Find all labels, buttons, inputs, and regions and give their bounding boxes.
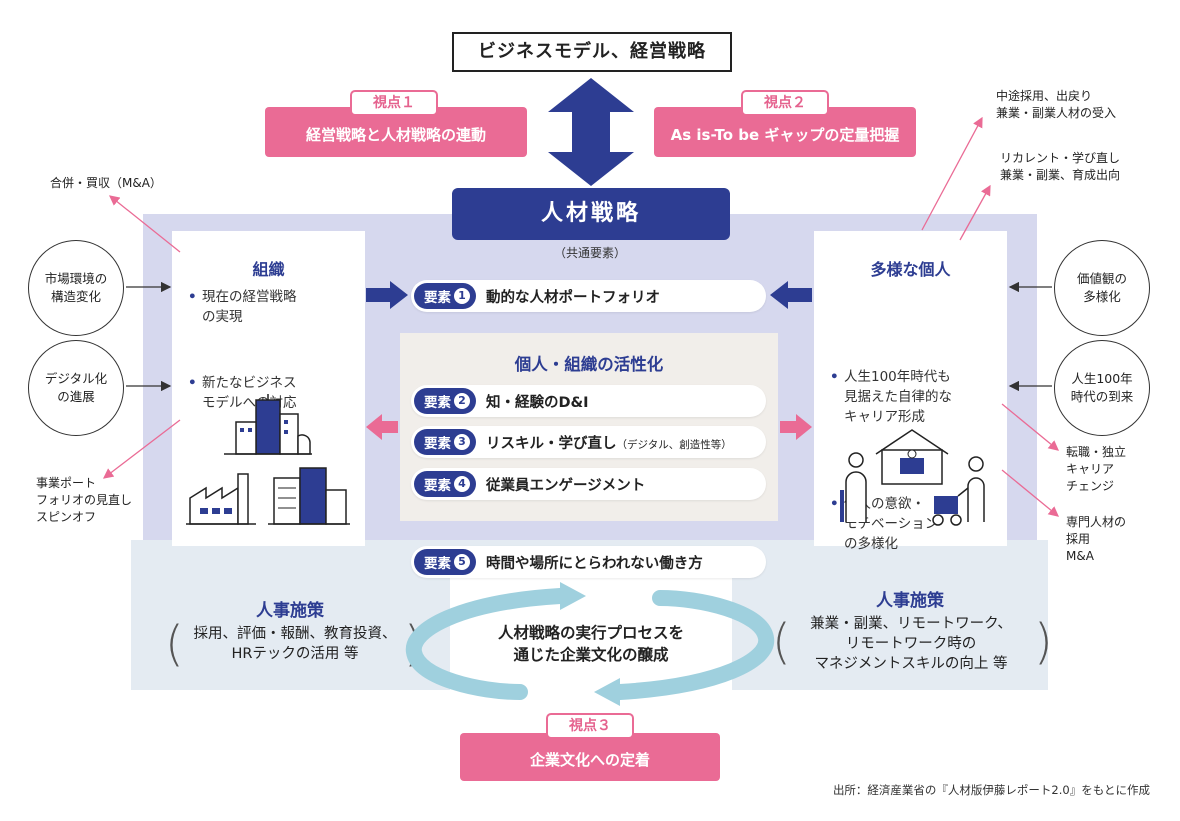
hr-left-open-paren: ( bbox=[165, 616, 184, 672]
cycle-arrows-icon bbox=[405, 582, 775, 706]
viewpoint1-text: 経営戦略と人材戦略の連動 bbox=[305, 126, 486, 144]
hr-right-body: 兼業・副業、リモートワーク、 リモートワーク時の マネジメントスキルの向上 等 bbox=[810, 616, 1012, 672]
values-diversity-circle: 価値観の 多様化 bbox=[1054, 240, 1150, 336]
element4-number: 4 bbox=[454, 476, 470, 492]
apartment-building-icon bbox=[268, 467, 350, 525]
life100-circle: 人生100年 時代の到来 bbox=[1054, 340, 1150, 436]
ma-note: 合併・買収（M&A） bbox=[50, 176, 162, 190]
element4-tag-label: 要素 bbox=[424, 478, 451, 494]
hr-right-close-paren: ) bbox=[1034, 614, 1053, 670]
process-text: 人材戦略の実行プロセスを 通じた企業文化の醸成 bbox=[497, 624, 684, 664]
hr-right-title: 人事施策 bbox=[876, 591, 944, 611]
business-model-title: ビジネスモデル、経営戦略 bbox=[452, 32, 732, 72]
element3-main: リスキル・学び直し bbox=[486, 435, 617, 452]
viewpoint3-box: 企業文化への定着 bbox=[460, 733, 720, 781]
individual-bullet-1: 人生100年時代も 見据えた自律的な キャリア形成 bbox=[828, 367, 1180, 427]
element1-number: 1 bbox=[454, 288, 470, 304]
viewpoint3-tag: 視点３ bbox=[546, 713, 634, 739]
hr-left-body: 採用、評価・報酬、教育投資、 HRテックの活用 等 bbox=[193, 626, 397, 662]
arrow-right-icon bbox=[366, 281, 408, 309]
element3-number: 3 bbox=[454, 434, 470, 450]
element5-text: 時間や場所にとらわれない働き方 bbox=[486, 555, 703, 572]
factory-icon bbox=[186, 473, 256, 525]
element2-number: 2 bbox=[454, 393, 470, 409]
viewpoint3-text: 企業文化への定着 bbox=[529, 751, 650, 769]
arrow-left-icon bbox=[770, 281, 812, 309]
element4-text: 従業員エンゲージメント bbox=[486, 477, 646, 494]
viewpoint2-tag: 視点２ bbox=[741, 90, 829, 116]
office-building-icon bbox=[224, 394, 312, 455]
element1-text: 動的な人材ポートフォリオ bbox=[486, 289, 660, 306]
individual-title: 多様な個人 bbox=[870, 260, 951, 279]
strategy-title: 人材戦略 bbox=[452, 188, 730, 240]
career-change-note: 転職・独立 キャリア チェンジ bbox=[1066, 445, 1127, 493]
organization-title: 組織 bbox=[252, 260, 285, 279]
specialist-note: 専門人材の 採用 M&A bbox=[1066, 515, 1127, 563]
hr-right-open-paren: ( bbox=[772, 614, 791, 670]
element3-tag-label: 要素 bbox=[424, 436, 451, 452]
viewpoint1-tag: 視点１ bbox=[350, 90, 438, 116]
element2-text: 知・経験のD&I bbox=[486, 394, 589, 411]
element3-text: リスキル・学び直し（デジタル、創造性等） bbox=[486, 432, 732, 453]
recurrent-note: リカレント・学び直し 兼業・副業、育成出向 bbox=[1000, 151, 1121, 182]
organization-bullet-1: 現在の経営戦略 の実現 bbox=[186, 287, 1180, 327]
process-area bbox=[450, 561, 732, 690]
digitalization-circle: デジタル化 の進展 bbox=[28, 340, 124, 436]
element1-tag-label: 要素 bbox=[424, 290, 451, 306]
portfolio-note: 事業ポート フォリオの見直し スピンオフ bbox=[36, 476, 133, 524]
viewpoint1-box: 経営戦略と人材戦略の連動 bbox=[265, 107, 527, 157]
hr-left-title: 人事施策 bbox=[256, 601, 324, 621]
element5-number: 5 bbox=[454, 554, 470, 570]
midcareer-note: 中途採用、出戻り 兼業・副業人材の受入 bbox=[996, 89, 1117, 120]
double-arrow-icon bbox=[548, 78, 634, 186]
market-change-circle: 市場環境の 構造変化 bbox=[28, 240, 124, 336]
source-note: 出所：経済産業省の『人材版伊藤レポート2.0』をもとに作成 bbox=[832, 783, 1150, 797]
element5-tag-label: 要素 bbox=[424, 556, 451, 572]
diverse-people-icon bbox=[840, 429, 985, 526]
activation-title: 個人・組織の活性化 bbox=[514, 355, 664, 374]
viewpoint2-text: As is-To be ギャップの定量把握 bbox=[670, 126, 900, 144]
element3-sub: （デジタル、創造性等） bbox=[616, 438, 732, 451]
pink-arrow-right-icon bbox=[780, 414, 812, 440]
pink-arrow-left-icon bbox=[366, 414, 398, 440]
common-elements-label: （共通要素） bbox=[553, 246, 626, 260]
element2-tag-label: 要素 bbox=[424, 395, 451, 411]
